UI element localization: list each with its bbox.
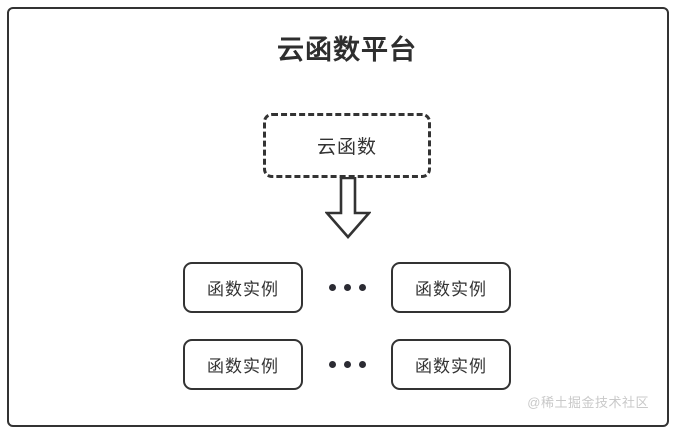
function-instance-box[interactable]: 函数实例 (183, 261, 303, 313)
function-instance-row-2: 函数实例 ... 函数实例 (9, 338, 676, 390)
ellipsis-dot (358, 283, 366, 291)
ellipsis-dot (328, 360, 336, 368)
cloud-function-platform-frame: 云函数平台 云函数 函数实例 ... 函数实例 函数实例 ... (7, 7, 669, 427)
down-block-arrow-icon (324, 176, 372, 239)
function-instance-box[interactable]: 函数实例 (391, 338, 511, 390)
function-instance-label: 函数实例 (415, 279, 487, 299)
cloud-function-label: 云函数 (316, 137, 377, 158)
function-instance-label: 函数实例 (415, 356, 487, 376)
function-instance-box[interactable]: 函数实例 (183, 338, 303, 390)
cloud-function-node[interactable]: 云函数 (263, 113, 431, 178)
down-block-arrow-svg (324, 176, 372, 239)
instance-ellipsis: ... (303, 339, 391, 390)
function-instance-label: 函数实例 (207, 279, 279, 299)
page-title: 云函数平台 (277, 35, 417, 65)
function-instance-label: 函数实例 (207, 356, 279, 376)
ellipsis-dot (343, 360, 351, 368)
ellipsis-dot (328, 283, 336, 291)
ellipsis-dot (358, 360, 366, 368)
instance-ellipsis: ... (303, 262, 391, 313)
watermark: @稀土掘金技术社区 (527, 395, 649, 410)
ellipsis-dot (343, 283, 351, 291)
function-instance-row-1: 函数实例 ... 函数实例 (9, 261, 676, 313)
function-instance-box[interactable]: 函数实例 (391, 261, 511, 313)
